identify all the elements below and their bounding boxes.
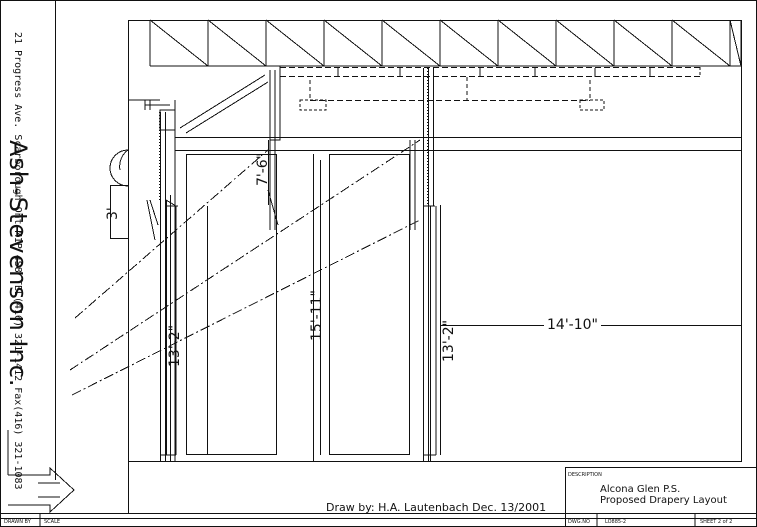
truss-diagonal bbox=[265, 19, 325, 67]
pointer-arrow bbox=[7, 430, 75, 514]
truss-diagonal bbox=[555, 19, 615, 67]
truss-diagonal bbox=[439, 19, 499, 67]
truss-diagonal bbox=[497, 19, 557, 67]
truss-diagonal bbox=[207, 19, 267, 67]
dimension-lines bbox=[109, 140, 741, 455]
truss-diagonal bbox=[671, 19, 731, 67]
ceiling-bracket bbox=[144, 65, 281, 141]
draperies bbox=[146, 68, 437, 462]
roof-trusses bbox=[149, 19, 742, 67]
drapery-track bbox=[280, 67, 701, 111]
truss-diagonal bbox=[323, 19, 383, 67]
truss-diagonal bbox=[381, 19, 441, 67]
truss-diagonal bbox=[149, 19, 209, 67]
wall-outline bbox=[128, 20, 742, 462]
truss-diagonal bbox=[729, 19, 742, 67]
sight-lines bbox=[69, 139, 421, 396]
truss-diagonal bbox=[613, 19, 673, 67]
windows bbox=[186, 154, 431, 462]
